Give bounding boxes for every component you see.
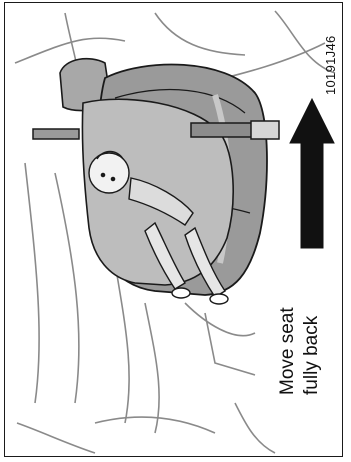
figure-frame: 10191J46 Move seat fully back: [4, 2, 343, 457]
caption-line-2: fully back: [301, 316, 323, 395]
caption-line-1: Move seat: [277, 307, 299, 395]
move-back-arrow-icon: [290, 99, 334, 248]
figure-code: 10191J46: [323, 35, 338, 95]
